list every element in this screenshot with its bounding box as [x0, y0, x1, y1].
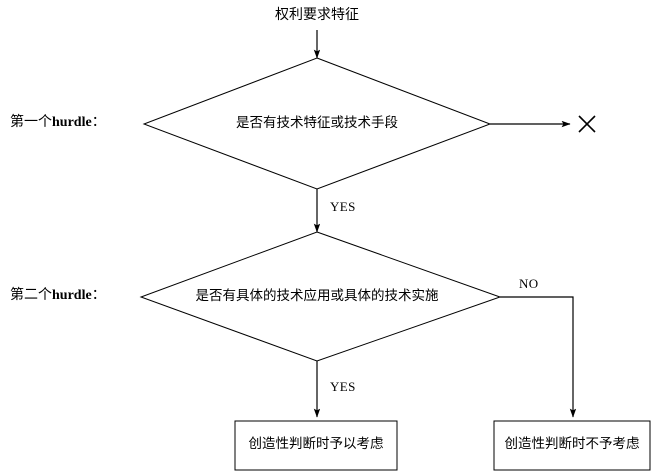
edge-label-yes-2: YES	[330, 379, 356, 394]
decision-2-label: 是否有具体的技术应用或具体的技术实施	[195, 288, 439, 304]
stage-label-first-suffix: ：	[91, 114, 106, 130]
start-node-label: 权利要求特征	[275, 7, 359, 23]
stage-label-second-bold: hurdle	[52, 288, 92, 303]
decision-1-label: 是否有技术特征或技术手段	[236, 115, 398, 131]
outcome-consider-label: 创造性判断时予以考虑	[248, 436, 384, 452]
stage-label-second-prefix: 第二个	[10, 287, 52, 303]
stage-label-second-suffix: ：	[91, 287, 106, 303]
outcome-consider-shape	[234, 420, 398, 471]
outcome-not-consider-shape	[493, 420, 651, 471]
edge-decision-2-no	[500, 296, 577, 418]
reject-mark-icon	[578, 115, 596, 133]
edge-label-yes-1: YES	[330, 199, 356, 214]
outcome-not-consider-label: 创造性判断时不予考虑	[504, 436, 640, 452]
stage-label-first-bold: hurdle	[52, 115, 92, 130]
edge-label-no-2: NO	[519, 276, 539, 291]
stage-label-second-hurdle: 第二个hurdle：	[10, 288, 106, 303]
stage-label-first-hurdle: 第一个hurdle：	[10, 115, 106, 130]
stage-label-first-prefix: 第一个	[10, 114, 52, 130]
